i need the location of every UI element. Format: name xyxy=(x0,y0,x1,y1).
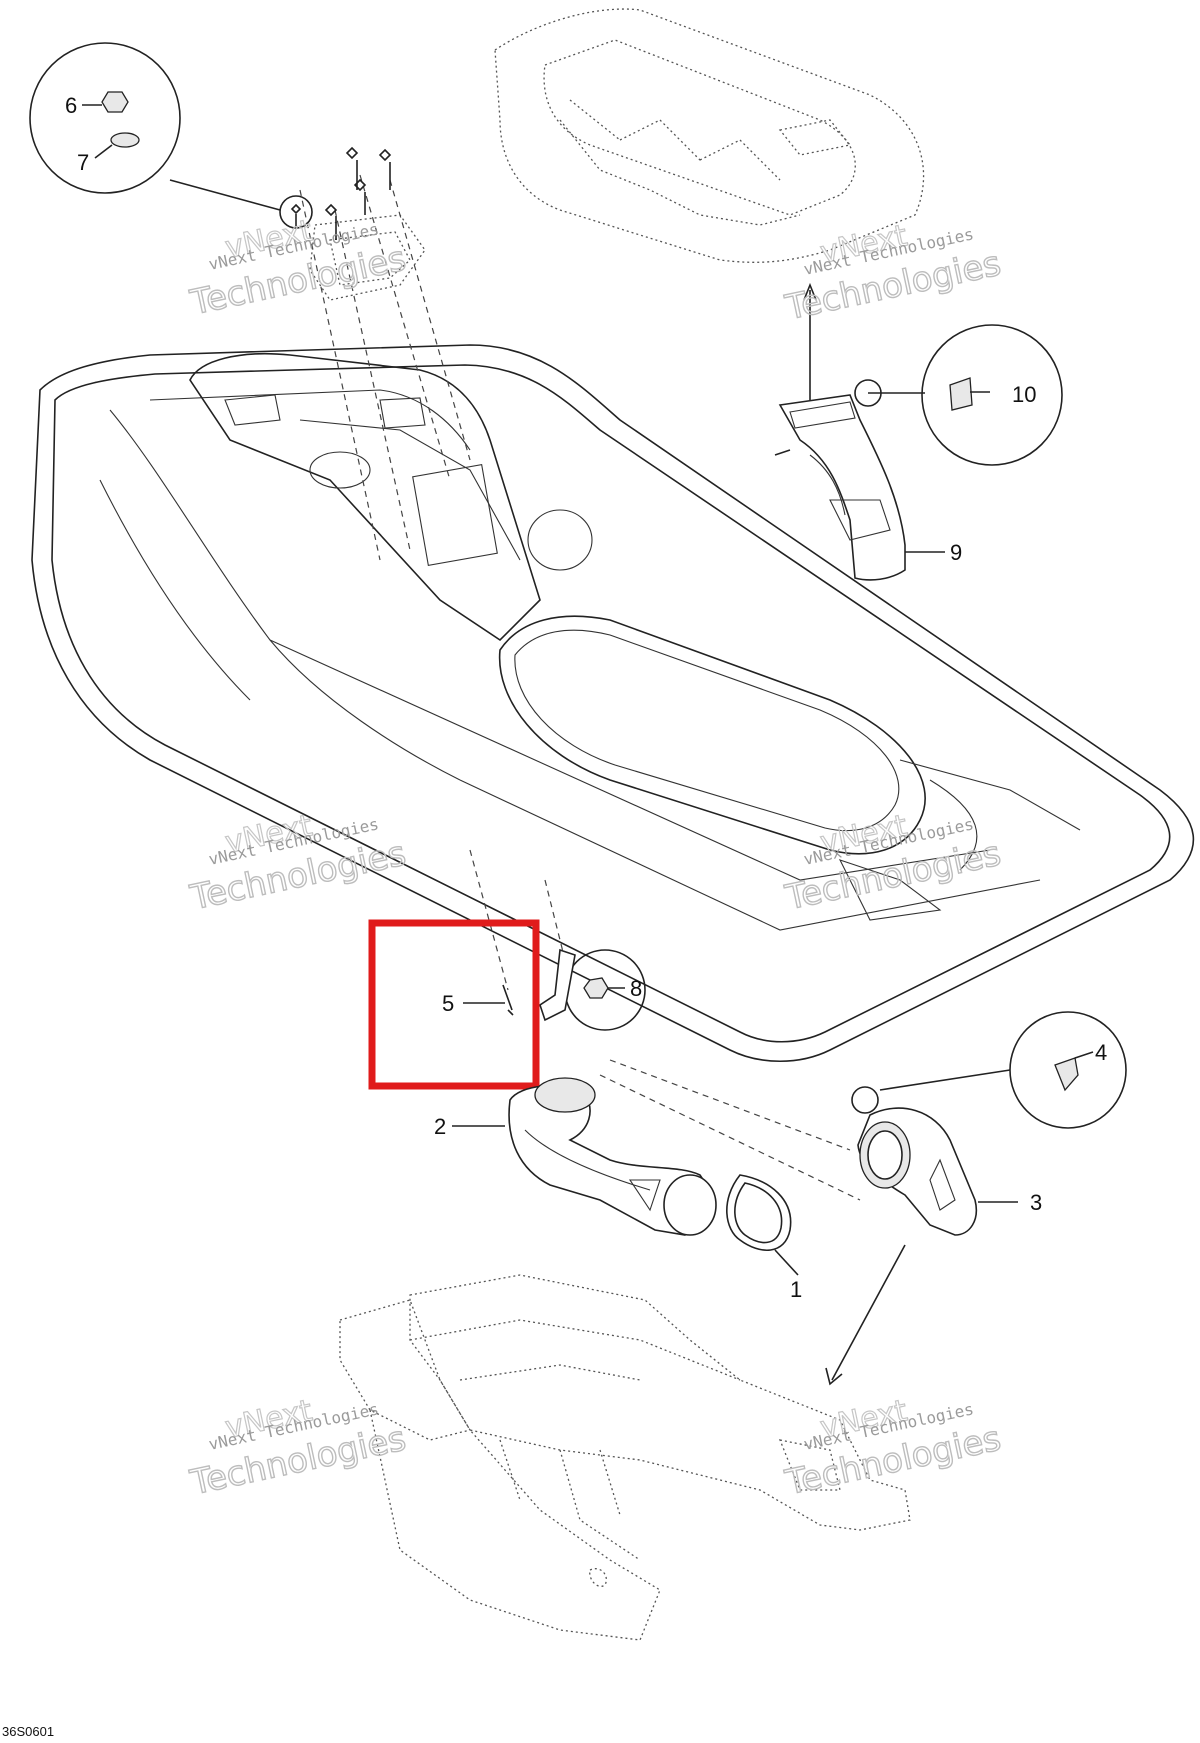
watermark-6: vNext vNext Technologies Technologies xyxy=(781,1393,1005,1504)
callout-label-2: 2 xyxy=(434,1114,446,1139)
callout-label-3: 3 xyxy=(1030,1190,1042,1215)
callout-label-5: 5 xyxy=(442,991,454,1016)
highlight-box xyxy=(368,919,540,1090)
console-assembly xyxy=(299,146,471,561)
hull-deck xyxy=(31,344,1195,1062)
duct-part-3 xyxy=(825,1107,1018,1386)
callout-circle-4 xyxy=(851,1011,1127,1129)
callout-label-8: 8 xyxy=(630,976,642,1001)
lower-hull xyxy=(339,1274,911,1641)
callout-label-4: 4 xyxy=(1095,1040,1107,1065)
air-duct-part-9 xyxy=(774,282,945,581)
watermark-1: vNext vNext Technologies Technologies xyxy=(186,213,410,324)
callout-label-1: 1 xyxy=(790,1277,802,1302)
callout-circle-6-7 xyxy=(29,42,313,229)
callout-label-6: 6 xyxy=(65,93,77,118)
callout-label-9: 9 xyxy=(950,540,962,565)
watermark-5: vNext vNext Technologies Technologies xyxy=(186,1393,410,1504)
ring-part-1 xyxy=(726,1174,799,1276)
upper-body-cover xyxy=(494,8,925,263)
callout-label-7: 7 xyxy=(77,150,89,175)
watermark-2: vNext vNext Technologies Technologies xyxy=(781,218,1005,329)
watermark-4: vNext vNext Technologies Technologies xyxy=(781,808,1005,919)
duct-part-2 xyxy=(452,1059,861,1236)
callout-circle-10 xyxy=(854,324,1063,466)
figure-code: 36S0601 xyxy=(2,1724,54,1739)
callout-label-10: 10 xyxy=(1012,382,1036,407)
bracket-part-5 xyxy=(463,849,576,1022)
